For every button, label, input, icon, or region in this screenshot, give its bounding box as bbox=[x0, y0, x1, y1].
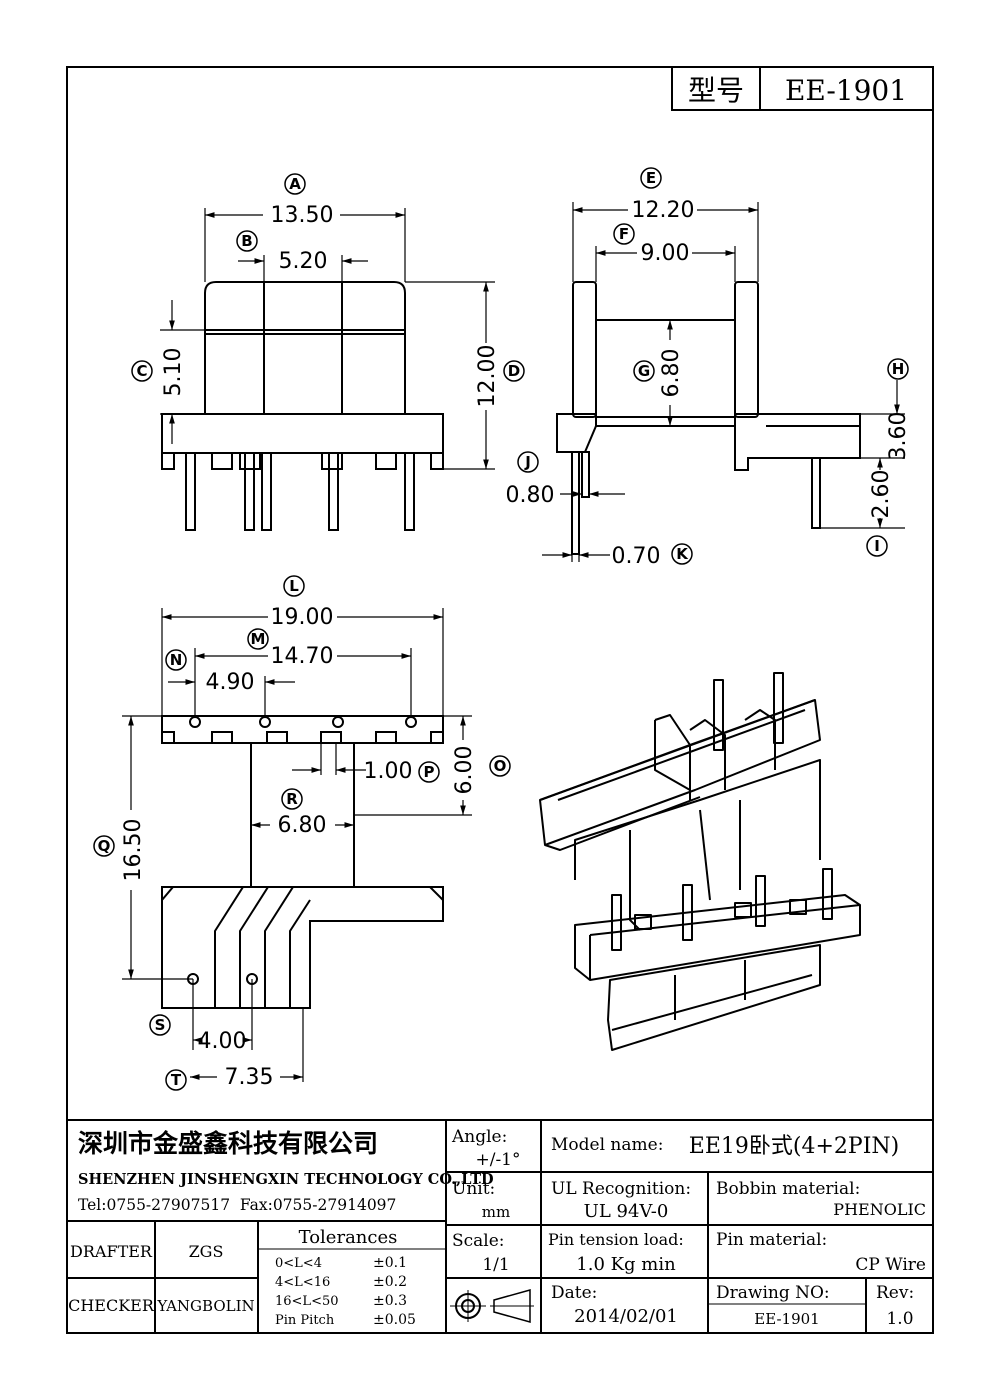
tolerance-value: ±0.3 bbox=[373, 1293, 407, 1309]
angle-label: Angle: bbox=[451, 1127, 507, 1147]
dim-letter-k: K bbox=[676, 545, 689, 563]
drafter-label: DRAFTER bbox=[70, 1242, 153, 1261]
dim-letter-o: O bbox=[494, 757, 507, 775]
bottom-view bbox=[161, 715, 444, 1009]
model-name-label: Model name: bbox=[551, 1135, 663, 1155]
front-view-dimensions bbox=[160, 208, 495, 470]
checker-label: CHECKER bbox=[68, 1296, 155, 1315]
dim-letter-m: M bbox=[251, 630, 266, 648]
dim-value-t: 7.35 bbox=[225, 1065, 274, 1090]
dimension-labels: 13.50 5.20 5.10 12.00 12.20 9.00 6.80 3.… bbox=[121, 198, 911, 1090]
drawing-no-label: Drawing NO: bbox=[716, 1283, 830, 1303]
model-header: 型号 EE-1901 bbox=[671, 66, 934, 111]
company-contact: Tel:0755-27907517 Fax:0755-27914097 bbox=[78, 1196, 396, 1214]
dim-letter-c: C bbox=[136, 362, 147, 380]
tolerance-value: ±0.05 bbox=[373, 1312, 416, 1328]
tolerance-range: 0<L<4 bbox=[275, 1256, 322, 1271]
unit-value: mm bbox=[482, 1203, 510, 1221]
tolerance-range: 16<L<50 bbox=[275, 1294, 339, 1309]
dim-value-h: 3.60 bbox=[886, 412, 911, 461]
dim-value-l: 19.00 bbox=[271, 605, 334, 630]
dim-value-a: 13.50 bbox=[271, 203, 334, 228]
dim-letter-p: P bbox=[424, 763, 435, 781]
company-name-cn: 深圳市金盛鑫科技有限公司 bbox=[78, 1129, 378, 1158]
dimension-letters: A B C D E F G H I J K L M N O P Q R S T bbox=[93, 167, 909, 1091]
checker-value: YANGBOLIN bbox=[156, 1297, 254, 1315]
dim-letter-d: D bbox=[508, 362, 520, 380]
tolerance-range: Pin Pitch bbox=[275, 1313, 335, 1328]
dim-letter-f: F bbox=[619, 225, 629, 243]
drawing-no-value: EE-1901 bbox=[754, 1310, 819, 1328]
side-view-dimensions bbox=[542, 202, 905, 562]
date-value: 2014/02/01 bbox=[574, 1306, 678, 1327]
dim-letter-j: J bbox=[524, 453, 531, 471]
model-name-value: EE19卧式(4+2PIN) bbox=[689, 1134, 899, 1159]
side-view bbox=[556, 281, 861, 555]
tolerance-range: 4<L<16 bbox=[275, 1275, 330, 1290]
rev-label: Rev: bbox=[876, 1283, 914, 1303]
dim-value-k: 0.70 bbox=[612, 544, 661, 569]
model-header-value: EE-1901 bbox=[785, 74, 907, 107]
dim-value-f: 9.00 bbox=[641, 241, 690, 266]
dim-letter-t: T bbox=[171, 1071, 182, 1089]
pin-material-label: Pin material: bbox=[716, 1230, 827, 1250]
dim-letter-a: A bbox=[289, 175, 301, 193]
drawing-frame bbox=[66, 66, 934, 1334]
dim-letter-i: I bbox=[874, 537, 880, 555]
dim-value-e: 12.20 bbox=[632, 198, 695, 223]
title-block-text: 深圳市金盛鑫科技有限公司 SHENZHEN JINSHENGXIN TECHNO… bbox=[68, 1127, 926, 1329]
dim-value-g: 6.80 bbox=[659, 349, 684, 398]
scale-value: 1/1 bbox=[482, 1255, 509, 1275]
model-header-label: 型号 bbox=[688, 74, 744, 107]
dim-letter-l: L bbox=[289, 577, 299, 595]
pin-tension-value: 1.0 Kg min bbox=[576, 1254, 676, 1275]
date-label: Date: bbox=[551, 1283, 597, 1303]
dim-value-q: 16.50 bbox=[121, 819, 146, 882]
dim-value-c: 5.10 bbox=[161, 348, 186, 397]
dim-letter-s: S bbox=[155, 1016, 166, 1034]
bobbin-material-label: Bobbin material: bbox=[716, 1179, 860, 1199]
dim-letter-g: G bbox=[638, 362, 650, 380]
title-block bbox=[67, 1119, 933, 1333]
isometric-view bbox=[539, 672, 861, 1051]
unit-label: Unit: bbox=[452, 1179, 495, 1199]
dim-letter-q: Q bbox=[98, 837, 111, 855]
drafter-value: ZGS bbox=[189, 1242, 224, 1261]
dim-value-p: 1.00 bbox=[364, 759, 413, 784]
dim-value-j: 0.80 bbox=[506, 483, 555, 508]
bobbin-material-value: PHENOLIC bbox=[833, 1200, 926, 1219]
bottom-view-dimensions bbox=[122, 608, 472, 1082]
ul-value: UL 94V-0 bbox=[584, 1201, 669, 1222]
dim-value-i: 2.60 bbox=[869, 470, 894, 519]
dim-letter-b: B bbox=[241, 232, 252, 250]
dim-value-s: 4.00 bbox=[198, 1029, 247, 1054]
dim-value-b: 5.20 bbox=[279, 249, 328, 274]
scale-label: Scale: bbox=[452, 1231, 505, 1251]
tolerance-value: ±0.1 bbox=[373, 1255, 407, 1271]
dim-letter-h: H bbox=[892, 360, 905, 378]
front-view bbox=[161, 281, 444, 531]
dim-letter-r: R bbox=[286, 790, 298, 808]
tolerance-value: ±0.2 bbox=[373, 1274, 407, 1290]
dim-value-n: 4.90 bbox=[206, 670, 255, 695]
tolerances-title: Tolerances bbox=[299, 1227, 398, 1248]
angle-value: +/-1° bbox=[475, 1150, 520, 1170]
dim-value-d: 12.00 bbox=[475, 345, 500, 408]
company-name-en: SHENZHEN JINSHENGXIN TECHNOLOGY CO.,LTD bbox=[78, 1171, 494, 1188]
rev-value: 1.0 bbox=[886, 1309, 913, 1329]
pin-material-value: CP Wire bbox=[855, 1255, 926, 1275]
dim-value-o: 6.00 bbox=[452, 746, 477, 795]
pin-tension-label: Pin tension load: bbox=[548, 1230, 684, 1249]
dim-value-r: 6.80 bbox=[278, 813, 327, 838]
ul-label: UL Recognition: bbox=[551, 1179, 691, 1199]
dim-value-m: 14.70 bbox=[271, 644, 334, 669]
dim-letter-e: E bbox=[646, 169, 656, 187]
dim-letter-n: N bbox=[170, 651, 183, 669]
